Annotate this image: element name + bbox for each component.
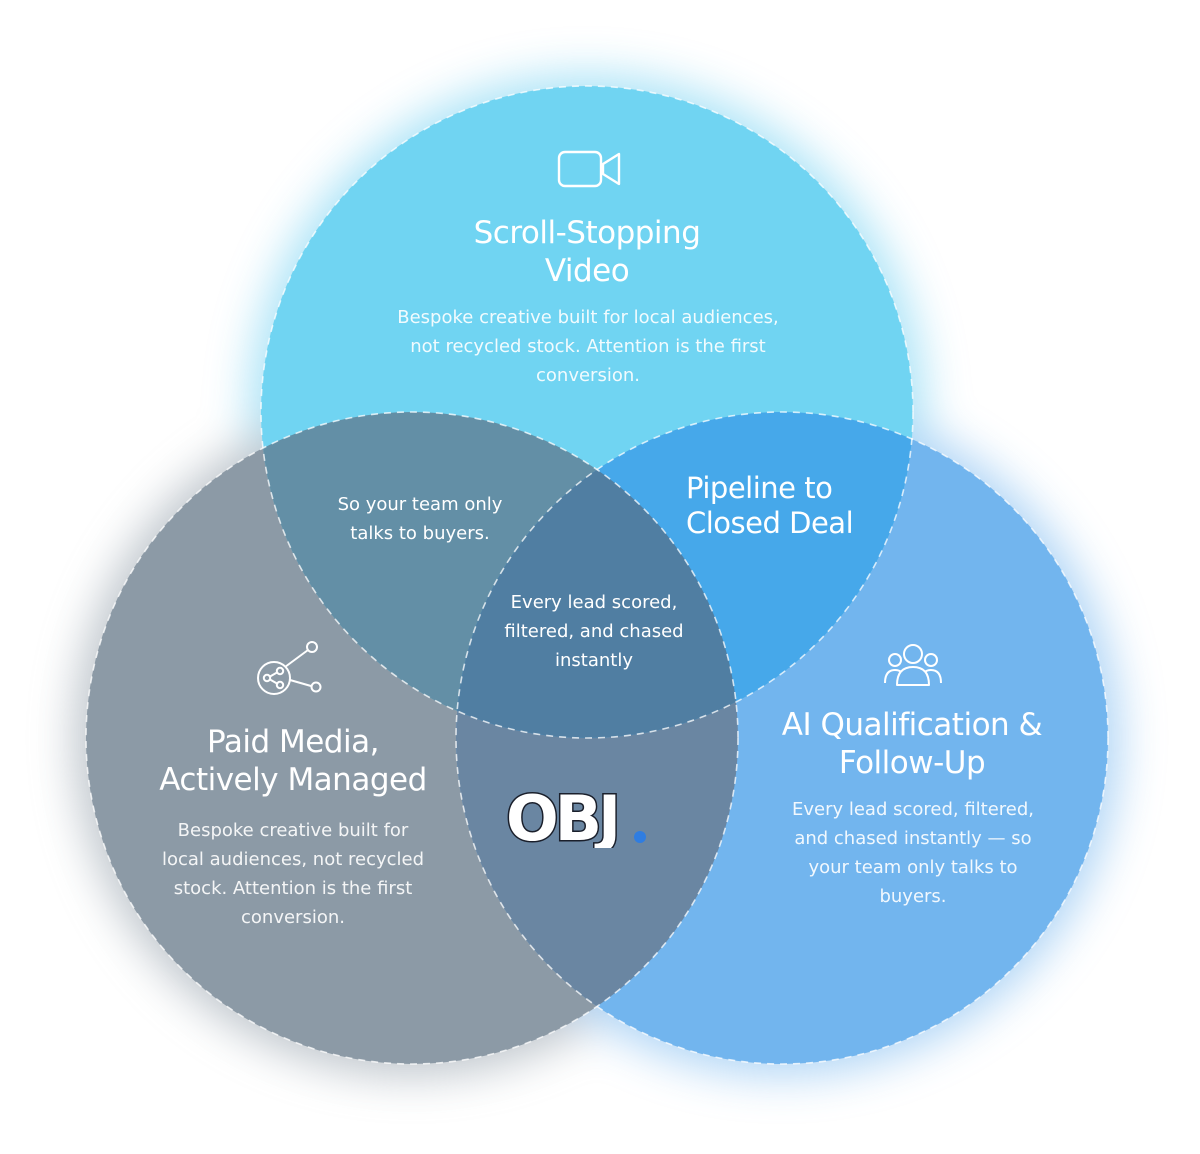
- obj-logo-dot: [634, 831, 646, 843]
- overlap-center: [456, 412, 738, 738]
- overlap-center-text: Every lead scored, filtered, and chased …: [504, 592, 684, 671]
- overlap-video-paid-text: So your team only talks to buyers.: [337, 494, 503, 544]
- ai-title: AI Qualification & Follow-Up: [781, 707, 1043, 781]
- video-description: Bespoke creative built for local audienc…: [397, 307, 779, 386]
- obj-logo-text: OBJ: [506, 782, 617, 848]
- dashed-outlines: [85, 85, 1109, 1065]
- paid-description: Bespoke creative built for local audienc…: [161, 820, 425, 928]
- video-camera-icon: [557, 150, 621, 188]
- ai-description: Every lead scored, filtered, and chased …: [791, 799, 1035, 907]
- users-group-icon: [884, 644, 942, 686]
- obj-logo: OBJ: [505, 782, 646, 848]
- paid-title: Paid Media, Actively Managed: [159, 724, 427, 798]
- overlap-video-ai-text: Pipeline to Closed Deal: [686, 471, 854, 540]
- network-share-icon: [257, 641, 322, 695]
- video-title: Scroll-Stopping Video: [473, 215, 701, 289]
